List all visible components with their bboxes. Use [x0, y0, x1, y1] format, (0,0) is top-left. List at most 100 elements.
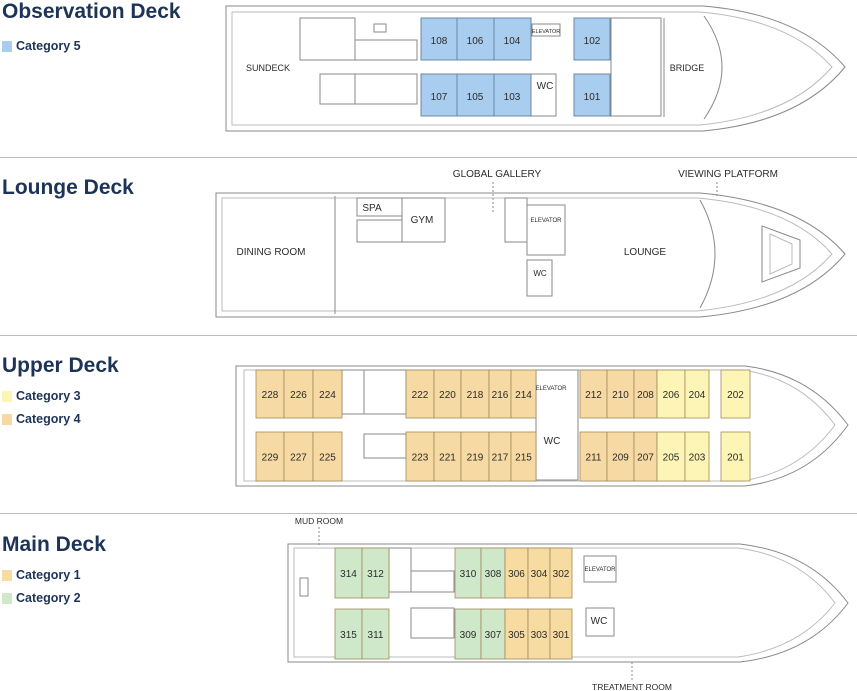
cabin-number: 311: [368, 630, 384, 641]
cabin-number: 219: [467, 453, 484, 464]
legend-label: Category 5: [16, 39, 81, 53]
cabin-301[interactable]: [549, 608, 573, 660]
observation-deck-plan: 108 106 104 102 107 105 103 101 ELEVATOR…: [225, 5, 846, 132]
mud-room-label: MUD ROOM: [295, 516, 343, 526]
cabin-227[interactable]: [283, 431, 314, 482]
cabin-312[interactable]: [361, 547, 390, 599]
cabin-106[interactable]: [456, 17, 495, 61]
elevator-label: ELEVATOR: [584, 567, 616, 573]
cabin-number: 103: [504, 92, 521, 103]
cabin-201[interactable]: [720, 431, 751, 482]
spa-label: SPA: [362, 203, 382, 214]
cabin-number: 304: [531, 569, 548, 580]
observation-deck-title: Observation Deck: [2, 0, 181, 23]
cabin-223[interactable]: [405, 431, 435, 482]
observation-cabins-top: 108 106 104 102: [420, 17, 611, 61]
cabin-number: 307: [485, 630, 502, 641]
cabin-number: 224: [319, 390, 336, 401]
cabin-229[interactable]: [255, 431, 285, 482]
cabin-224[interactable]: [312, 369, 343, 419]
lounge-label: LOUNGE: [624, 247, 667, 258]
cabin-206[interactable]: [656, 369, 686, 419]
cabin-315[interactable]: [334, 608, 363, 660]
cabin-220[interactable]: [433, 369, 462, 419]
cabin-104[interactable]: [493, 17, 532, 61]
legend-label: Category 1: [16, 568, 81, 582]
cabin-number: 104: [504, 36, 521, 47]
cabin-309[interactable]: [454, 608, 482, 660]
cabin-number: 314: [340, 569, 357, 580]
cabin-number: 218: [467, 390, 484, 401]
cabin-number: 101: [584, 92, 601, 103]
cabin-101[interactable]: [573, 73, 611, 117]
legend-category-3: Category 3: [2, 389, 81, 403]
wc-label: WC: [537, 81, 554, 92]
legend-category-1: Category 1: [2, 568, 81, 582]
cabin-204[interactable]: [684, 369, 710, 419]
cabin-222[interactable]: [405, 369, 435, 419]
deck-divider: [0, 513, 857, 514]
cabin-311[interactable]: [361, 608, 390, 660]
cabin-310[interactable]: [454, 547, 482, 599]
cabin-203[interactable]: [684, 431, 710, 482]
cabin-221[interactable]: [433, 431, 462, 482]
gym-label: GYM: [411, 215, 434, 226]
cabin-102[interactable]: [573, 17, 611, 61]
global-gallery-label: GLOBAL GALLERY: [453, 169, 542, 180]
cabin-212[interactable]: [579, 369, 608, 419]
legend-label: Category 2: [16, 591, 81, 605]
cabin-number: 301: [553, 630, 570, 641]
cabin-215[interactable]: [510, 431, 537, 482]
cabin-202[interactable]: [720, 369, 751, 419]
cabin-225[interactable]: [312, 431, 343, 482]
category-5-swatch: [2, 40, 12, 52]
cabin-228[interactable]: [255, 369, 285, 419]
cabin-number: 205: [663, 453, 680, 464]
dining-room-label: DINING ROOM: [237, 247, 306, 258]
cabin-number: 201: [727, 453, 744, 464]
wc-label: WC: [591, 616, 608, 627]
observation-cabins-bottom: 107 105 103 101: [420, 73, 611, 117]
category-4-swatch: [2, 413, 12, 425]
cabin-number: 221: [439, 453, 456, 464]
cabin-211[interactable]: [579, 431, 608, 482]
cabin-210[interactable]: [606, 369, 635, 419]
cabin-number: 107: [431, 92, 448, 103]
sundeck-label: SUNDECK: [246, 63, 290, 73]
cabin-302[interactable]: [549, 547, 573, 599]
cabin-219[interactable]: [460, 431, 490, 482]
cabin-209[interactable]: [606, 431, 635, 482]
cabin-107[interactable]: [420, 73, 458, 117]
cabin-205[interactable]: [656, 431, 686, 482]
cabin-214[interactable]: [510, 369, 537, 419]
deck-divider: [0, 335, 857, 336]
cabin-number: 108: [431, 36, 448, 47]
cabin-number: 315: [340, 630, 357, 641]
viewing-platform-label: VIEWING PLATFORM: [678, 169, 778, 180]
cabin-103[interactable]: [493, 73, 532, 117]
cabin-number: 303: [531, 630, 548, 641]
cabin-number: 202: [727, 390, 744, 401]
cabin-number: 204: [689, 390, 706, 401]
cabin-308[interactable]: [480, 547, 506, 599]
legend-category-4: Category 4: [2, 412, 81, 426]
elevator-box: [531, 23, 561, 37]
cabin-number: 305: [508, 630, 525, 641]
cabin-number: 211: [586, 453, 602, 464]
cabin-226[interactable]: [283, 369, 314, 419]
cabin-number: 214: [515, 390, 532, 401]
legend-category-5: Category 5: [2, 39, 81, 53]
cabin-number: 212: [585, 390, 602, 401]
cabin-218[interactable]: [460, 369, 490, 419]
main-deck-title: Main Deck: [2, 533, 106, 556]
cabin-108[interactable]: [420, 17, 458, 61]
elevator-label: ELEVATOR: [532, 29, 560, 35]
cabin-number: 226: [290, 390, 307, 401]
cabin-number: 227: [290, 453, 307, 464]
legend-label: Category 4: [16, 412, 81, 426]
lounge-deck-title: Lounge Deck: [2, 176, 134, 199]
cabin-number: 106: [467, 36, 484, 47]
